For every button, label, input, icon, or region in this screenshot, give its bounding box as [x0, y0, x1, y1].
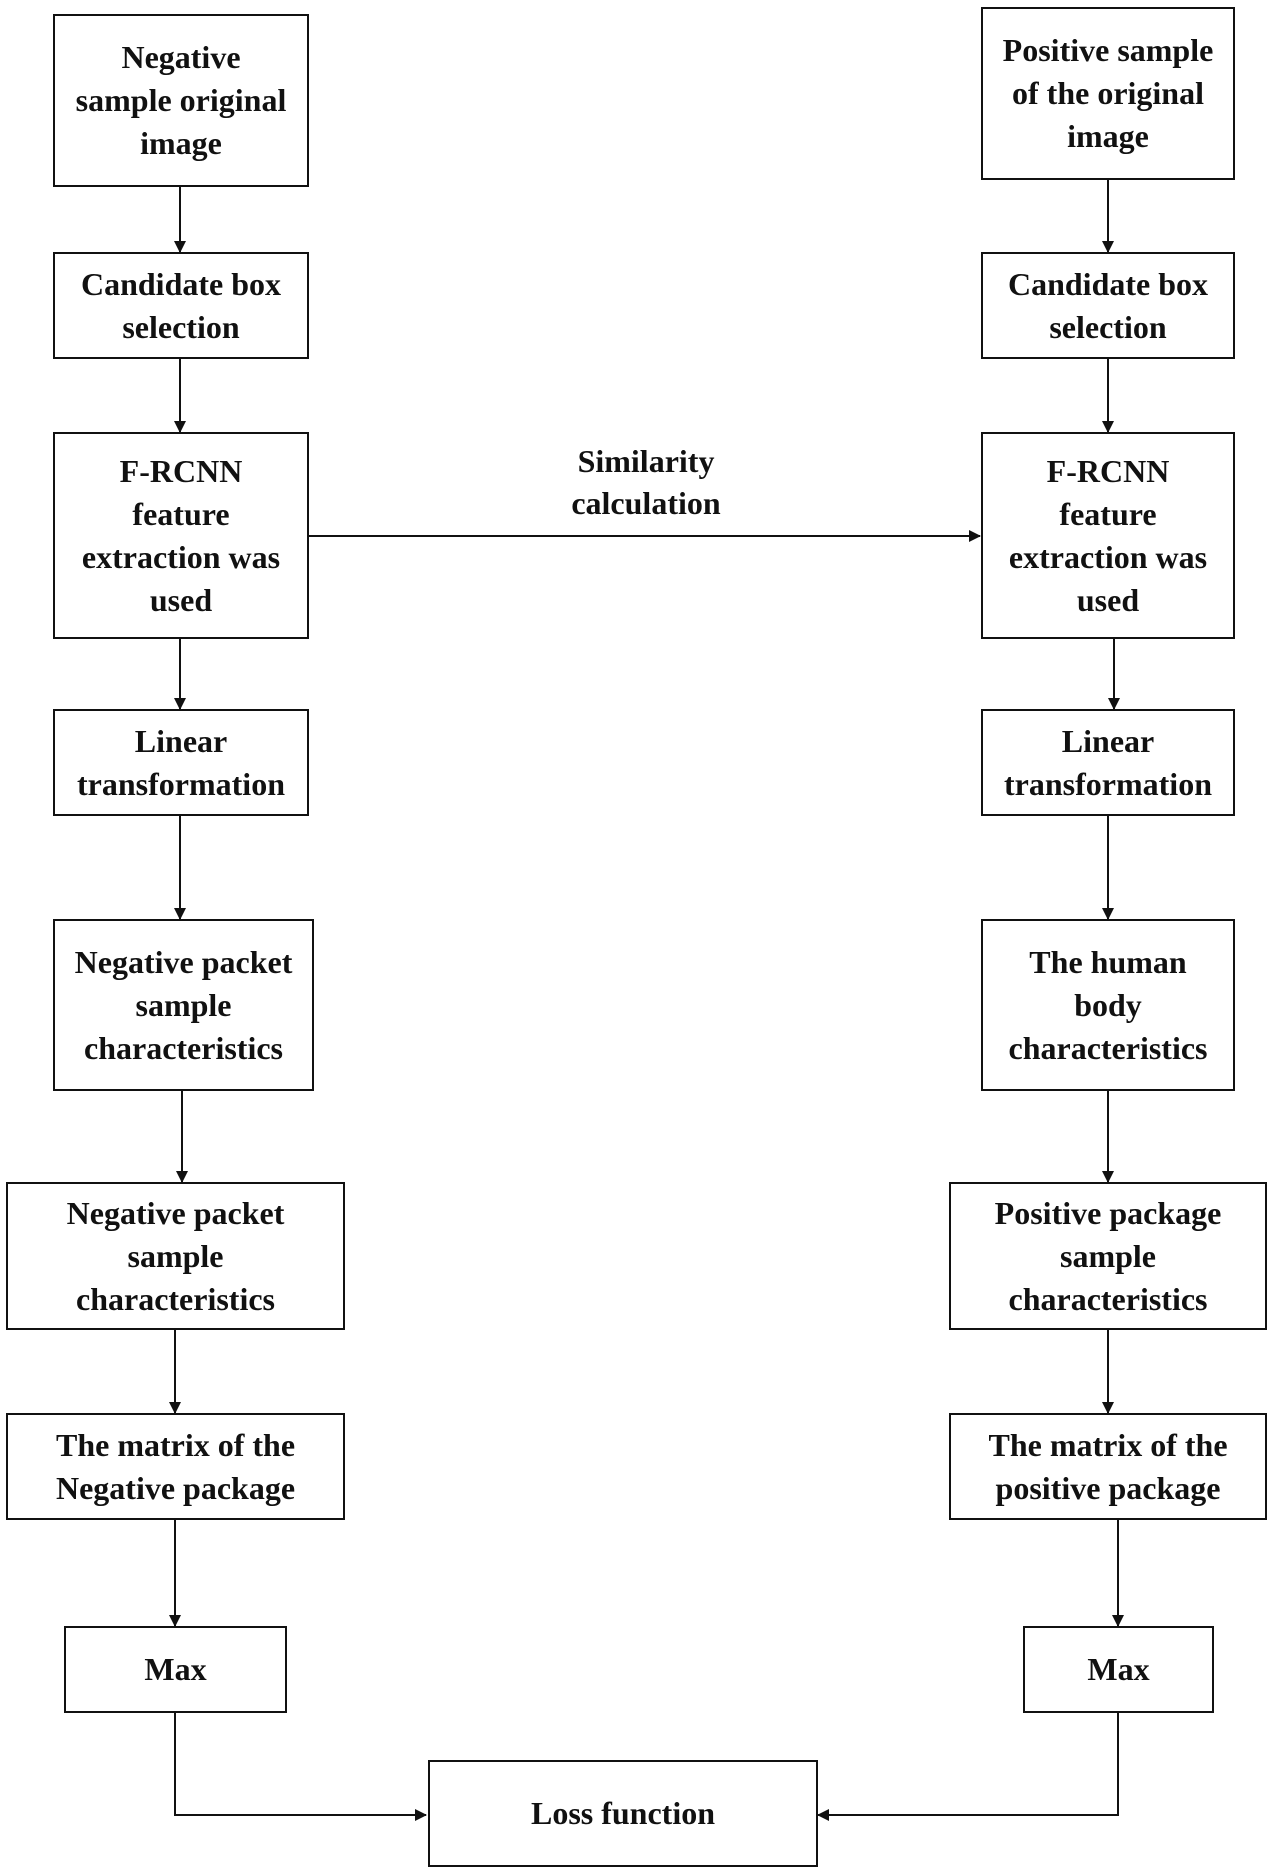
loss-function-box: Loss function: [428, 1760, 818, 1867]
pos-max-box: Max: [1023, 1626, 1214, 1713]
neg-frcnn-feature-extraction: F-RCNN feature extraction was used: [53, 432, 309, 639]
pos-human-body-characteristics: The human body characteristics: [981, 919, 1235, 1091]
pos-linear-transformation: Linear transformation: [981, 709, 1235, 816]
neg-packet-sample-characteristics-2: Negative packet sample characteristics: [6, 1182, 345, 1330]
neg-package-matrix: The matrix of the Negative package: [6, 1413, 345, 1520]
pos-candidate-box-selection: Candidate box selection: [981, 252, 1235, 359]
similarity-calculation-label: Similarity calculation: [571, 443, 721, 521]
neg-original-image-box: Negative sample original image: [53, 14, 309, 187]
neg-packet-sample-characteristics-1: Negative packet sample characteristics: [53, 919, 314, 1091]
neg-linear-transformation: Linear transformation: [53, 709, 309, 816]
pos-package-sample-characteristics: Positive package sample characteristics: [949, 1182, 1267, 1330]
pos-frcnn-feature-extraction: F-RCNN feature extraction was used: [981, 432, 1235, 639]
pos-package-matrix: The matrix of the positive package: [949, 1413, 1267, 1520]
arrow-neg-max-to-loss: [174, 1713, 427, 1821]
arrow-pos-max-to-loss: [817, 1713, 1119, 1821]
neg-max-box: Max: [64, 1626, 287, 1713]
neg-candidate-box-selection: Candidate box selection: [53, 252, 309, 359]
pos-original-image-box: Positive sample of the original image: [981, 7, 1235, 180]
